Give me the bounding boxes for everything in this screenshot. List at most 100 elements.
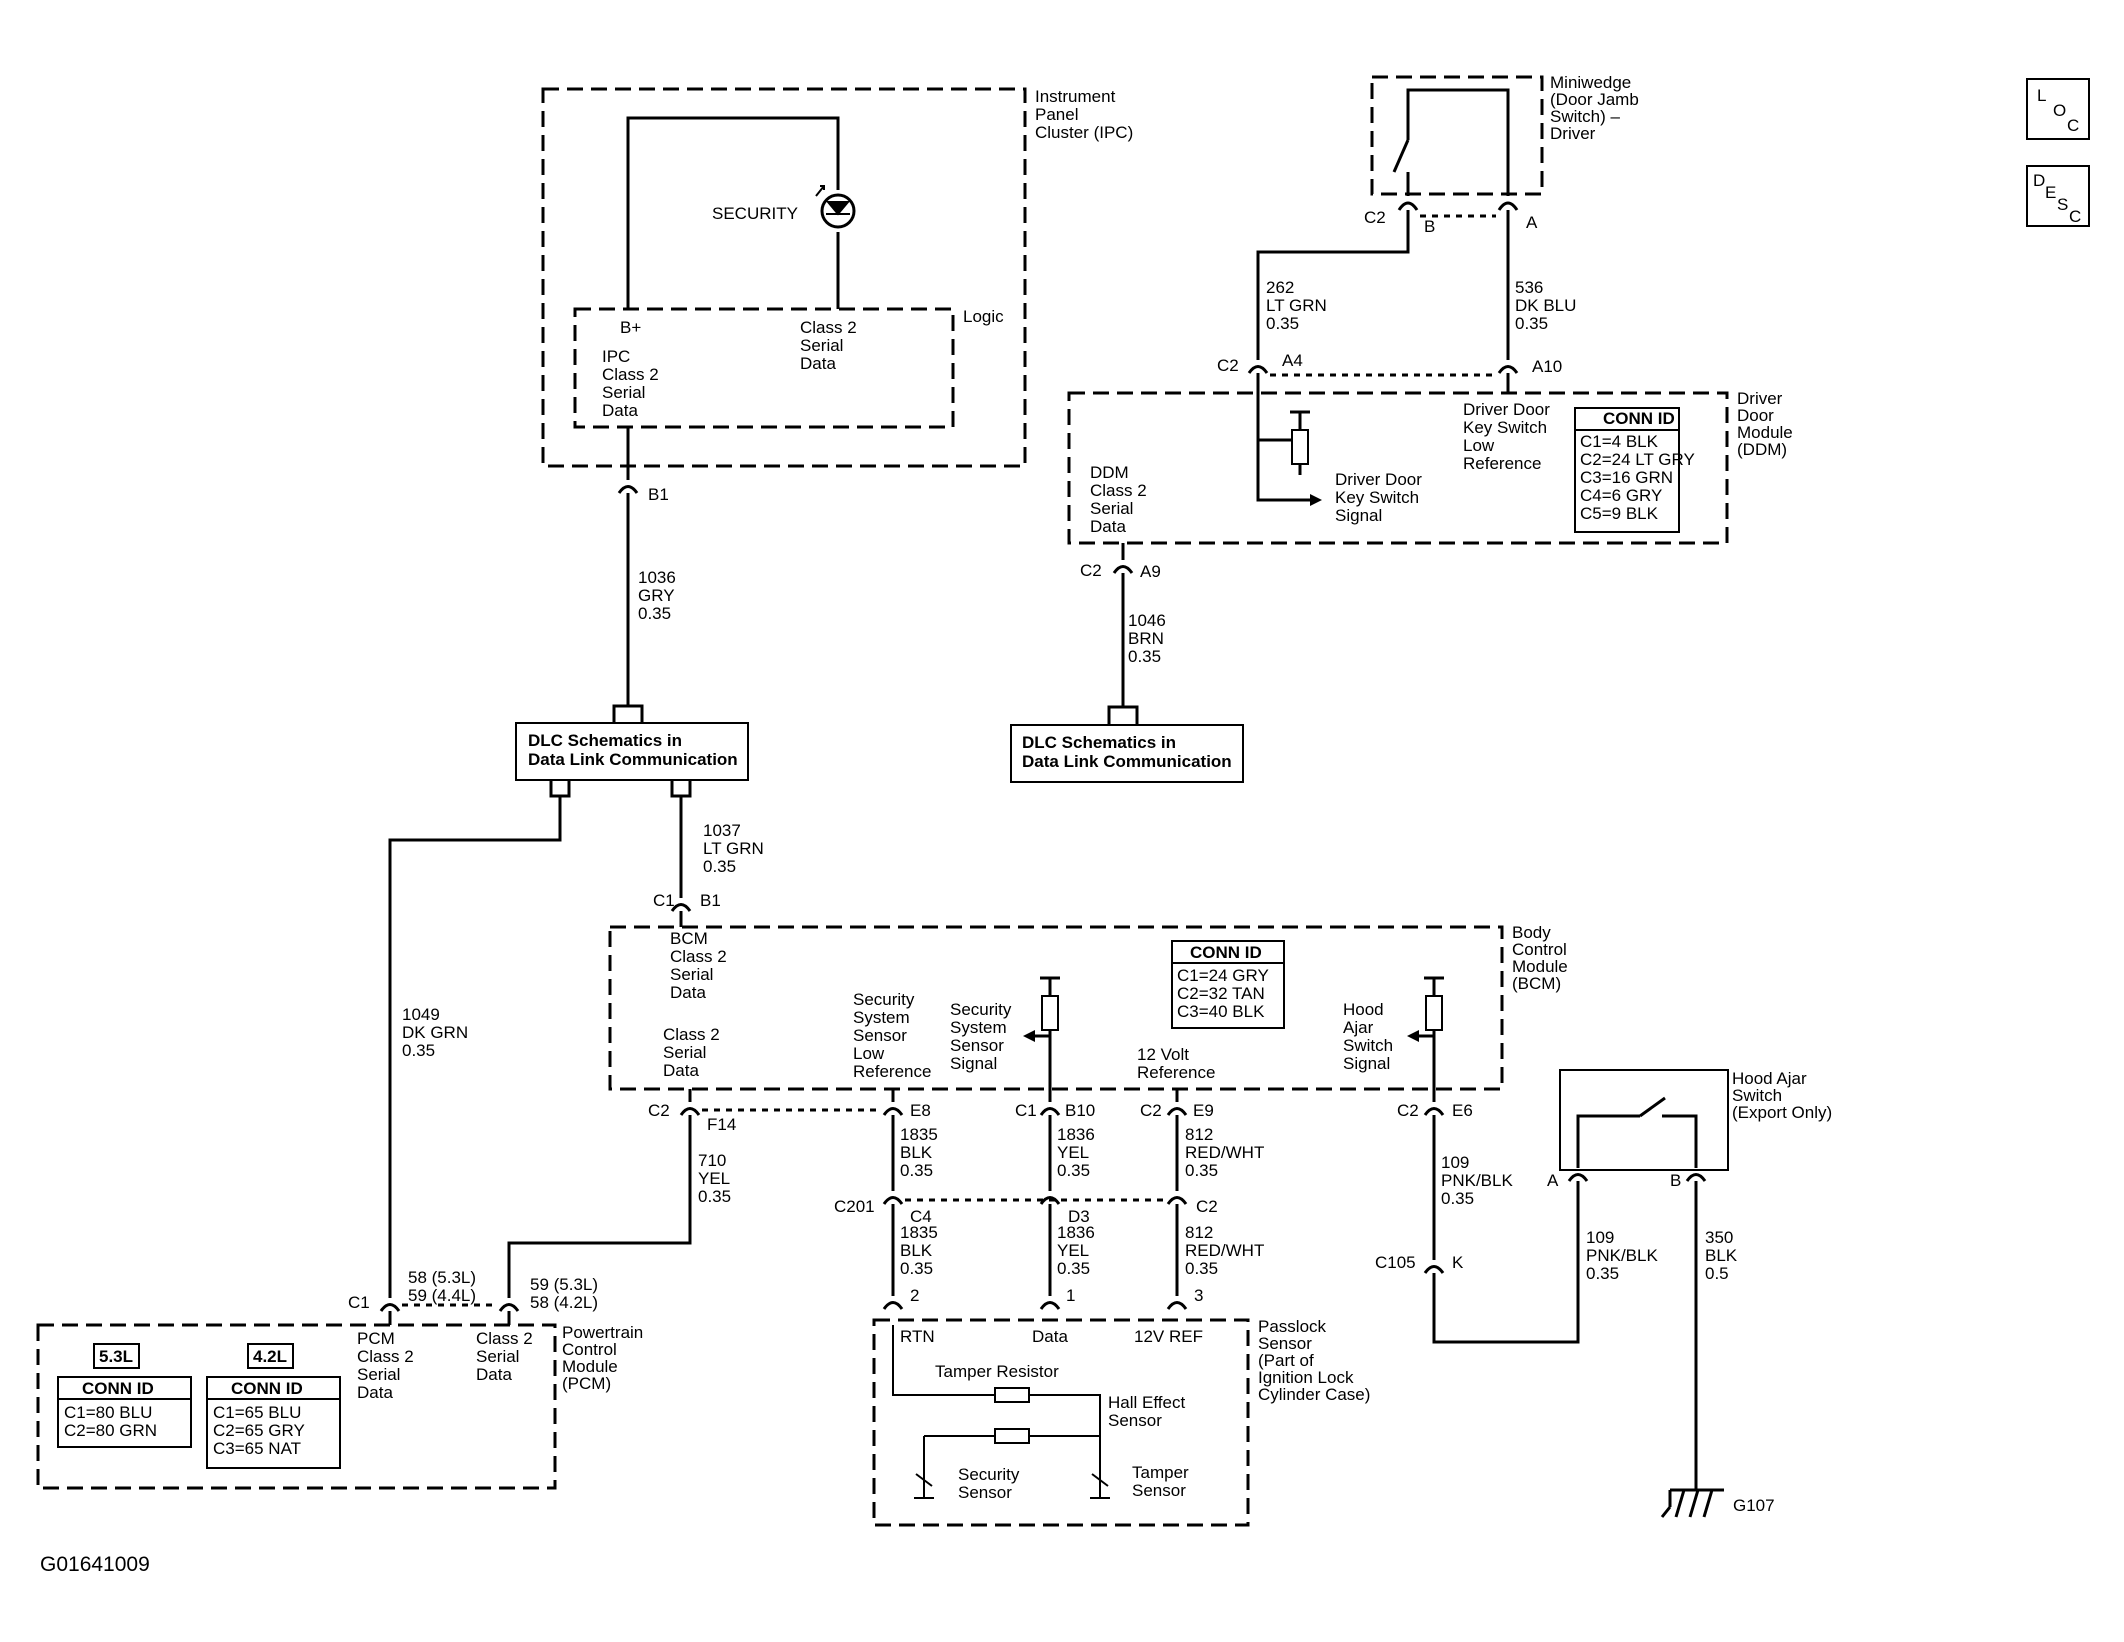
svg-text:C: C [2069, 207, 2081, 226]
conn-c2-a9-c2: C2 [1080, 561, 1102, 580]
conn-c2-e6-label: C2 [1397, 1101, 1419, 1120]
figure-id: G01641009 [40, 1553, 150, 1576]
pcm-engine-53: 5.3L [99, 1347, 133, 1366]
conn-a: A [1526, 213, 1538, 232]
wire-59: 59 (5.3L)58 (4.2L) [530, 1275, 598, 1312]
conn-f14: F14 [707, 1115, 736, 1134]
conn-c201: C201 [834, 1197, 875, 1216]
conn-a4: A4 [1282, 351, 1303, 370]
desc-icon[interactable]: D E S C [2026, 165, 2090, 227]
svg-text:E: E [2045, 183, 2056, 202]
conn-e8: E8 [910, 1101, 931, 1120]
conn-e9: E9 [1193, 1101, 1214, 1120]
conn-c2-e9-label: C2 [1140, 1101, 1162, 1120]
pcm-engine-42: 4.2L [253, 1347, 287, 1366]
conn-c1-b10-label: C1 [1015, 1101, 1037, 1120]
bcm-conn-title: CONN ID [1190, 943, 1262, 962]
conn-bcm-b1: B1 [700, 891, 721, 910]
pin-3: 3 [1194, 1286, 1203, 1305]
ddm-conn-title: CONN ID [1603, 409, 1675, 428]
conn-pcm-c1: C1 [348, 1293, 370, 1312]
ground-symbol-icon [1660, 1488, 1724, 1518]
svg-text:C: C [2067, 116, 2079, 135]
ipc-logic-label: Logic [963, 307, 1004, 326]
conn-c2-c201: C2 [1196, 1197, 1218, 1216]
conn-e6: E6 [1452, 1101, 1473, 1120]
svg-text:L: L [2037, 86, 2046, 105]
pcm-conn1-title: CONN ID [82, 1379, 154, 1398]
passlock-data: Data [1032, 1327, 1068, 1346]
conn-c2-top: C2 [1364, 208, 1386, 227]
passlock-rtn: RTN [900, 1327, 935, 1346]
conn-ha-b: B [1670, 1171, 1681, 1190]
security-lamp-label: SECURITY [712, 204, 798, 223]
conn-c105: C105 [1375, 1253, 1416, 1272]
conn-c4: C4 [910, 1207, 932, 1226]
svg-text:S: S [2057, 195, 2068, 214]
svg-text:D: D [2033, 171, 2045, 190]
ipc-bplus: B+ [620, 318, 641, 337]
tamper-resistor-label: Tamper Resistor [935, 1362, 1059, 1381]
conn-a10: A10 [1532, 357, 1562, 376]
conn-k: K [1452, 1253, 1464, 1272]
loc-icon[interactable]: L O C [2026, 78, 2090, 140]
wire-58: 58 (5.3L)59 (4.4L) [408, 1268, 476, 1305]
conn-b10: B10 [1065, 1101, 1095, 1120]
ground-label: G107 [1733, 1496, 1775, 1515]
pcm-conn2-title: CONN ID [231, 1379, 303, 1398]
conn-b1-ipc: B1 [648, 485, 669, 504]
pin-1: 1 [1066, 1286, 1075, 1305]
conn-d3: D3 [1068, 1207, 1090, 1226]
conn-ha-a: A [1547, 1171, 1559, 1190]
